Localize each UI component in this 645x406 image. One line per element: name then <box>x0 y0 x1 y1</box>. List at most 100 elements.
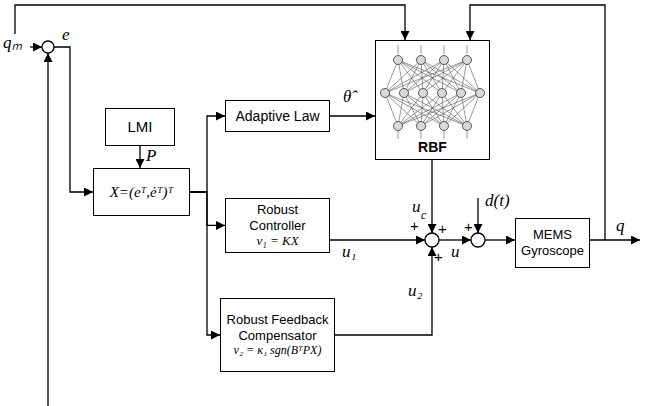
signal-label: u₁ <box>342 243 356 262</box>
network-link <box>421 60 423 93</box>
network-link <box>467 93 480 126</box>
network-link <box>444 60 480 93</box>
uc-wire <box>431 160 432 233</box>
summing-junction <box>425 233 439 247</box>
plant-box: MEMS Gyroscope <box>515 218 590 268</box>
state-box: X=(eᵀ,ėᵀ)ᵀ <box>93 168 190 216</box>
network-link <box>467 45 468 54</box>
network-link <box>398 131 399 139</box>
neural-network-figure <box>381 45 485 139</box>
network-link <box>398 93 404 126</box>
connectors <box>140 116 375 335</box>
signal-arrow <box>190 192 220 335</box>
sign-label: + <box>438 221 447 238</box>
network-link <box>385 60 421 93</box>
network-link <box>442 93 467 126</box>
u1-wire <box>330 239 425 240</box>
edge-label: P <box>146 147 156 166</box>
network-link <box>385 60 398 93</box>
network-neuron <box>417 122 426 131</box>
rbf-network-box: RBF <box>375 40 490 160</box>
network-link <box>404 60 467 93</box>
network-neuron <box>394 122 403 131</box>
sign-label: + <box>464 219 473 236</box>
signal-label: u <box>412 198 421 217</box>
network-neuron <box>440 56 449 65</box>
network-link <box>421 93 423 126</box>
network-link <box>421 131 422 139</box>
reference-wire <box>15 5 405 40</box>
u-wire <box>439 239 471 240</box>
network-neuron <box>438 89 447 98</box>
network-link <box>444 45 445 54</box>
network-link <box>442 60 444 93</box>
network-link <box>404 93 421 126</box>
box-title: X=(eᵀ,ėᵀ)ᵀ <box>110 183 174 201</box>
box-title: Robust Feedback Compensator <box>225 312 330 343</box>
plant-input-wire <box>485 239 515 240</box>
signal-label: q <box>616 217 625 236</box>
network-link <box>421 93 461 126</box>
sign-label: + <box>434 249 443 266</box>
network-link <box>404 60 444 93</box>
reference-wire <box>30 46 42 47</box>
network-neuron <box>400 89 409 98</box>
output-feedback-wire <box>470 5 605 240</box>
network-link <box>385 93 421 126</box>
network-link <box>423 60 467 93</box>
network-link <box>385 93 398 126</box>
network-neuron <box>417 56 426 65</box>
signal-arrow <box>190 116 225 192</box>
network-link <box>444 93 480 126</box>
network-neuron <box>463 122 472 131</box>
network-link <box>398 60 480 93</box>
network-link <box>385 93 467 126</box>
box-title: Adaptive Law <box>235 108 319 125</box>
network-link <box>444 93 461 126</box>
network-link <box>421 60 480 93</box>
network-link <box>421 45 422 54</box>
summing-junction <box>42 41 54 53</box>
process-box: Adaptive Law <box>225 100 330 132</box>
box-title: RBF <box>418 139 447 156</box>
box-formula: v₁ = KX <box>256 233 298 249</box>
network-link <box>444 60 461 93</box>
network-link <box>467 60 480 93</box>
network-neuron <box>476 89 485 98</box>
network-link <box>398 93 442 126</box>
network-neuron <box>463 56 472 65</box>
network-link <box>442 93 444 126</box>
network-link <box>385 60 467 93</box>
network-link <box>444 131 445 139</box>
error-wire <box>54 47 93 192</box>
network-link <box>398 93 480 126</box>
network-link <box>442 60 467 93</box>
signal-label: u <box>451 243 460 262</box>
disturbance-wire <box>477 198 478 233</box>
network-link <box>398 45 399 54</box>
network-link <box>467 131 468 139</box>
lmi-box: LMI <box>105 108 175 146</box>
box-title: LMI <box>127 118 152 136</box>
controller-box: Robust Controllerv₁ = KX <box>225 198 330 253</box>
network-neuron <box>381 89 390 98</box>
network-neuron <box>457 89 466 98</box>
network-link <box>421 93 480 126</box>
signal-label: u₂ <box>408 282 422 301</box>
signal-arrow <box>139 146 140 168</box>
network-neuron <box>440 122 449 131</box>
summing-junction <box>471 233 485 247</box>
network-neuron <box>394 56 403 65</box>
box-title: Robust Controller <box>230 202 325 233</box>
signal-label: qₘ <box>3 34 22 53</box>
box-title: MEMS Gyroscope <box>520 227 585 258</box>
sign-label: + <box>410 218 419 235</box>
signal-label: d(t) <box>485 192 510 211</box>
network-neuron <box>419 89 428 98</box>
network-link <box>461 60 467 93</box>
network-link <box>404 60 421 93</box>
edge-label: θ̂ <box>343 88 351 107</box>
